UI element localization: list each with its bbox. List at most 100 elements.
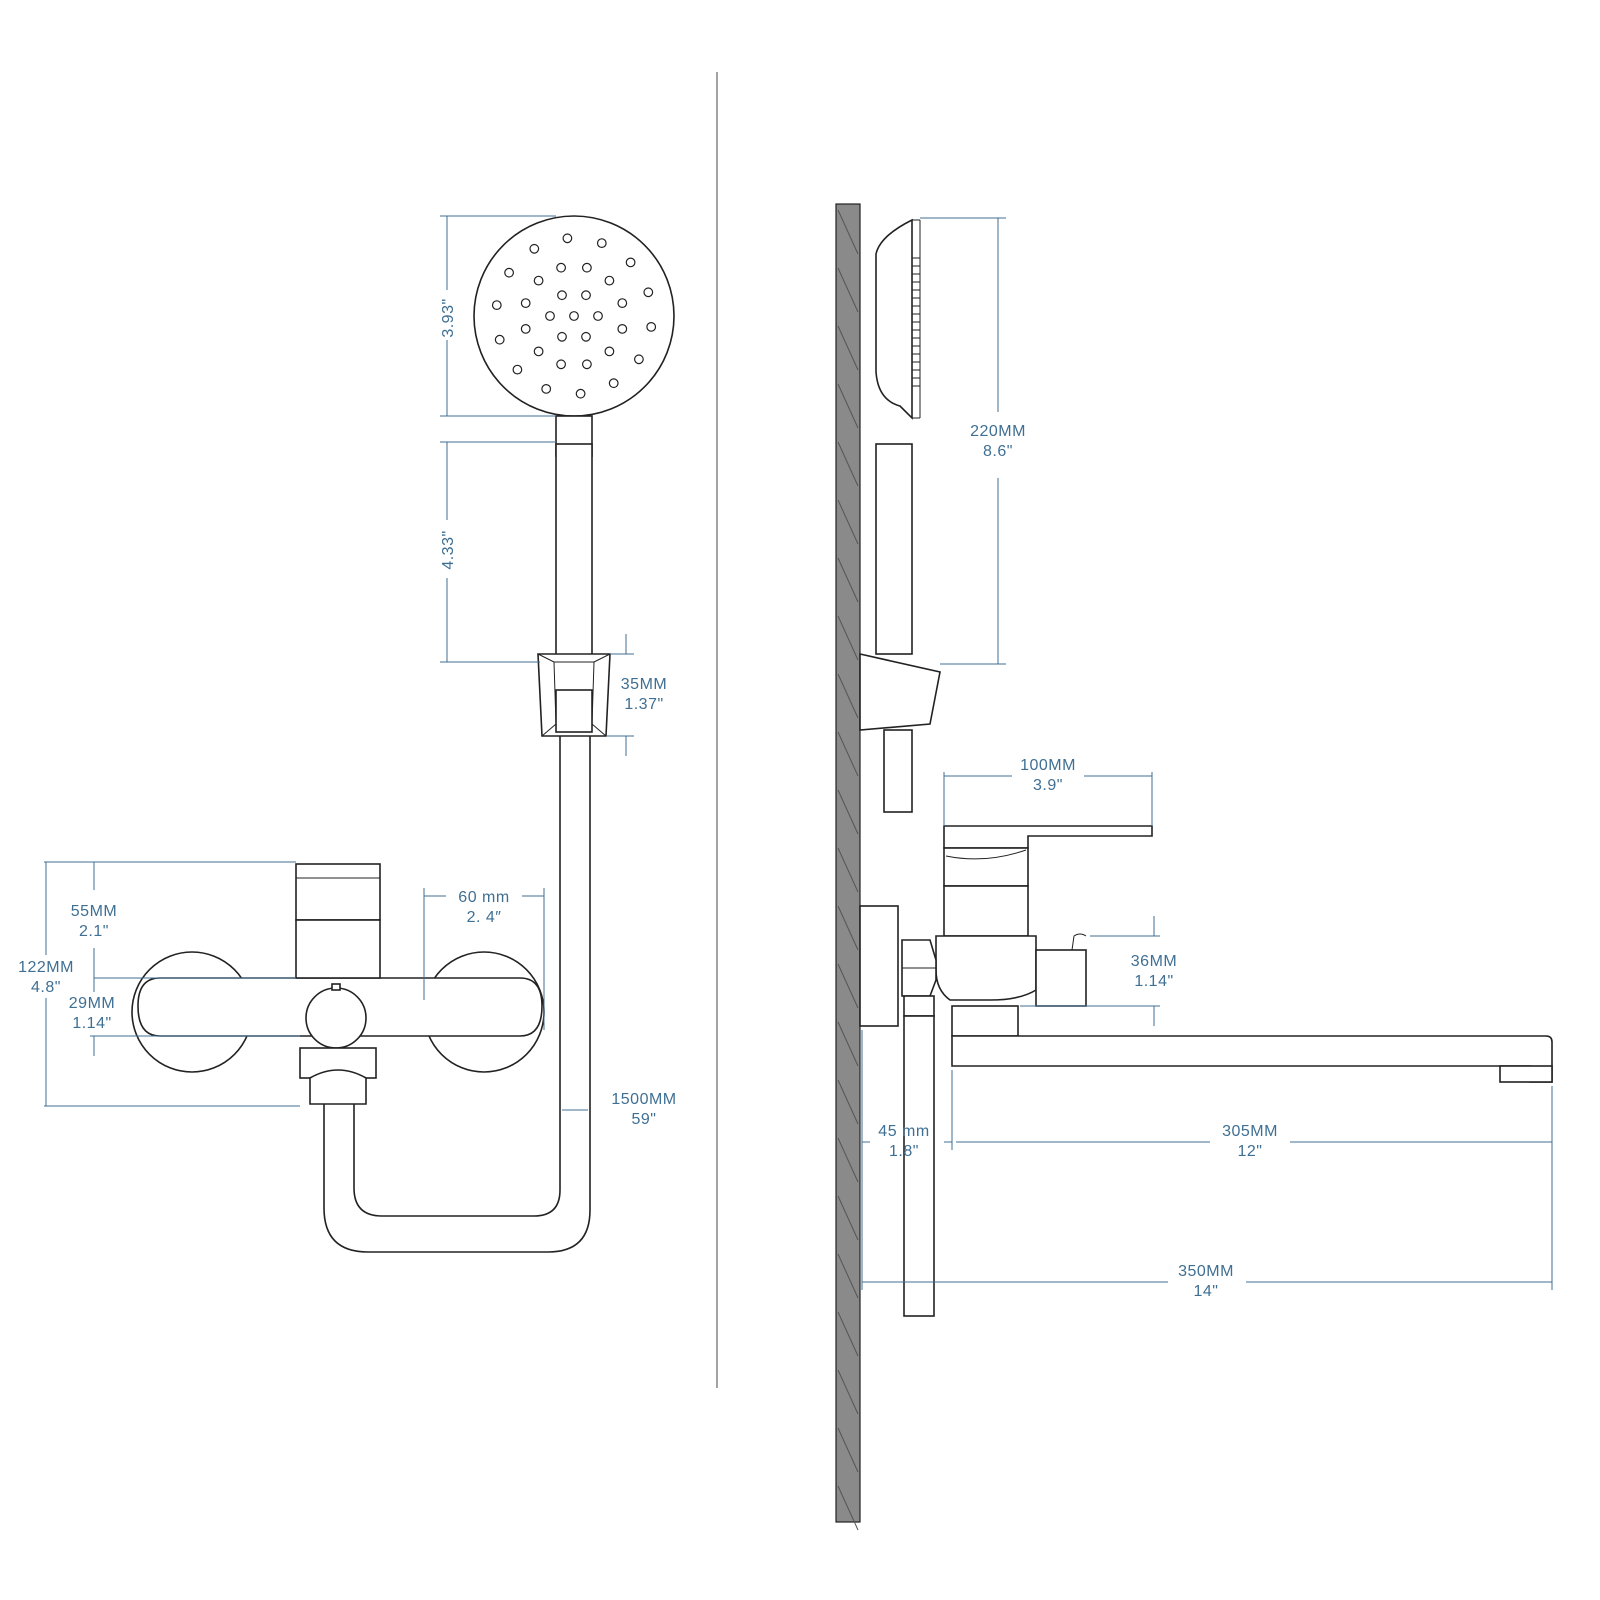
mixer-lever-top bbox=[295, 863, 381, 921]
hatch-line bbox=[837, 325, 859, 371]
hatch-line bbox=[837, 209, 859, 255]
dim-escutcheon-mm: 60 mm bbox=[458, 889, 509, 906]
hatch-line bbox=[837, 731, 859, 777]
spray-nozzle bbox=[582, 262, 592, 273]
wall-section bbox=[835, 203, 861, 1523]
lever-side bbox=[943, 825, 1153, 849]
spray-nozzle bbox=[604, 275, 615, 286]
shower-hose-outer bbox=[323, 736, 591, 1253]
dim-spout-mm: 305MM bbox=[1222, 1123, 1278, 1140]
spray-nozzle bbox=[512, 364, 523, 375]
dim-hose-mm: 1500MM bbox=[611, 1091, 676, 1108]
spray-nozzle bbox=[520, 324, 531, 334]
dim-handle-length: 4.33" bbox=[440, 530, 457, 569]
spray-nozzle bbox=[520, 298, 531, 309]
spray-nozzle bbox=[556, 262, 566, 273]
spray-nozzle bbox=[581, 331, 591, 342]
dim-body-mm: 29MM bbox=[69, 995, 115, 1012]
spray-nozzle bbox=[494, 334, 505, 345]
shower-handle-side bbox=[875, 443, 913, 655]
dim-escutcheon-in: 2. 4″ bbox=[467, 909, 502, 926]
dim-holder-mm: 35MM bbox=[621, 676, 667, 693]
hatch-line bbox=[837, 1485, 859, 1531]
hatch-line bbox=[837, 1079, 859, 1125]
dim-offset-in: 1.8" bbox=[889, 1143, 919, 1160]
hatch-line bbox=[837, 673, 859, 719]
hatch-line bbox=[837, 1137, 859, 1183]
spray-nozzle bbox=[533, 275, 544, 286]
spray-nozzle bbox=[562, 233, 573, 244]
side-dimensions: 220MM 8.6" 100MM 3.9" 36MM 1.14" 45 mm 1… bbox=[861, 217, 1553, 1300]
hatch-line bbox=[837, 267, 859, 313]
hatch-line bbox=[837, 847, 859, 893]
dim-total-in: 4.8" bbox=[31, 979, 61, 996]
spray-nozzle bbox=[557, 290, 567, 301]
dim-holder-in: 1.37" bbox=[624, 696, 663, 713]
spray-nozzle bbox=[504, 267, 515, 278]
spray-nozzle bbox=[646, 322, 657, 332]
holder-side bbox=[859, 653, 941, 731]
dim-lever-mm: 55MM bbox=[71, 903, 117, 920]
front-view: 3.93" 4.33" 35MM 1.37" 122MM 4.8" bbox=[18, 215, 676, 1253]
spray-nozzle bbox=[617, 298, 628, 309]
spray-nozzle bbox=[643, 287, 654, 298]
dim-total-mm: 122MM bbox=[18, 959, 74, 976]
spray-nozzle bbox=[617, 324, 628, 334]
spray-nozzle bbox=[541, 384, 552, 394]
front-dimensions: 3.93" 4.33" 35MM 1.37" 122MM 4.8" bbox=[18, 215, 676, 1128]
spout-side bbox=[951, 1035, 1553, 1083]
hatch-line bbox=[837, 499, 859, 545]
spray-nozzle bbox=[556, 359, 566, 370]
spray-nozzle bbox=[608, 378, 619, 389]
spray-nozzles bbox=[491, 233, 657, 399]
spray-nozzle bbox=[596, 238, 607, 249]
spray-nozzle bbox=[582, 359, 592, 370]
hatch-line bbox=[837, 557, 859, 603]
hatch-line bbox=[837, 1253, 859, 1299]
pipe-side bbox=[903, 995, 935, 1017]
hatch-line bbox=[837, 963, 859, 1009]
hose-nut bbox=[309, 1069, 367, 1105]
dim-projection-mm: 350MM bbox=[1178, 1263, 1234, 1280]
hatch-line bbox=[837, 1427, 859, 1473]
cartridge-base-side bbox=[943, 885, 1029, 937]
spout-collar-side bbox=[951, 1005, 1019, 1037]
dim-lever-in: 2.1" bbox=[79, 923, 109, 940]
drop-pipe-side bbox=[903, 1015, 935, 1317]
spray-nozzle bbox=[491, 300, 502, 311]
dim-riser-in: 8.6" bbox=[983, 443, 1013, 460]
diverter-knob-neck bbox=[331, 983, 341, 991]
dim-spout-in: 12" bbox=[1238, 1143, 1263, 1160]
holder-shaft bbox=[555, 689, 593, 733]
hatch-line bbox=[837, 441, 859, 487]
dim-diverter-mm: 36MM bbox=[1131, 953, 1177, 970]
spray-nozzle bbox=[593, 311, 603, 321]
spout-aerator-side bbox=[1499, 1065, 1553, 1083]
hatch-line bbox=[837, 1369, 859, 1415]
spray-nozzle bbox=[604, 346, 615, 357]
spray-nozzle bbox=[557, 331, 567, 342]
dim-offset-mm: 45 mm bbox=[878, 1123, 929, 1140]
dim-head-diameter: 3.93" bbox=[440, 298, 457, 337]
spray-nozzle bbox=[545, 311, 555, 321]
shower-head-side bbox=[875, 218, 913, 420]
nozzle-ticks bbox=[912, 257, 920, 387]
hatch-line bbox=[837, 615, 859, 661]
mount-plate bbox=[859, 905, 899, 1027]
hatch-line bbox=[837, 905, 859, 951]
shower-hose bbox=[353, 736, 561, 1217]
spray-nozzle bbox=[634, 354, 644, 365]
dim-hose-in: 59" bbox=[632, 1111, 657, 1128]
diverter-body-side bbox=[935, 935, 1037, 1001]
dim-diverter-in: 1.14" bbox=[1134, 973, 1173, 990]
hatch-line bbox=[837, 1195, 859, 1241]
dim-lever-side-in: 3.9" bbox=[1033, 777, 1063, 794]
diverter-cap-side bbox=[1035, 949, 1087, 1007]
spray-nozzle bbox=[533, 346, 544, 357]
dim-riser-mm: 220MM bbox=[970, 423, 1026, 440]
holder-pin-side bbox=[883, 729, 913, 813]
hatch-line bbox=[837, 789, 859, 835]
dim-projection-in: 14" bbox=[1194, 1283, 1219, 1300]
hatch-line bbox=[837, 383, 859, 429]
